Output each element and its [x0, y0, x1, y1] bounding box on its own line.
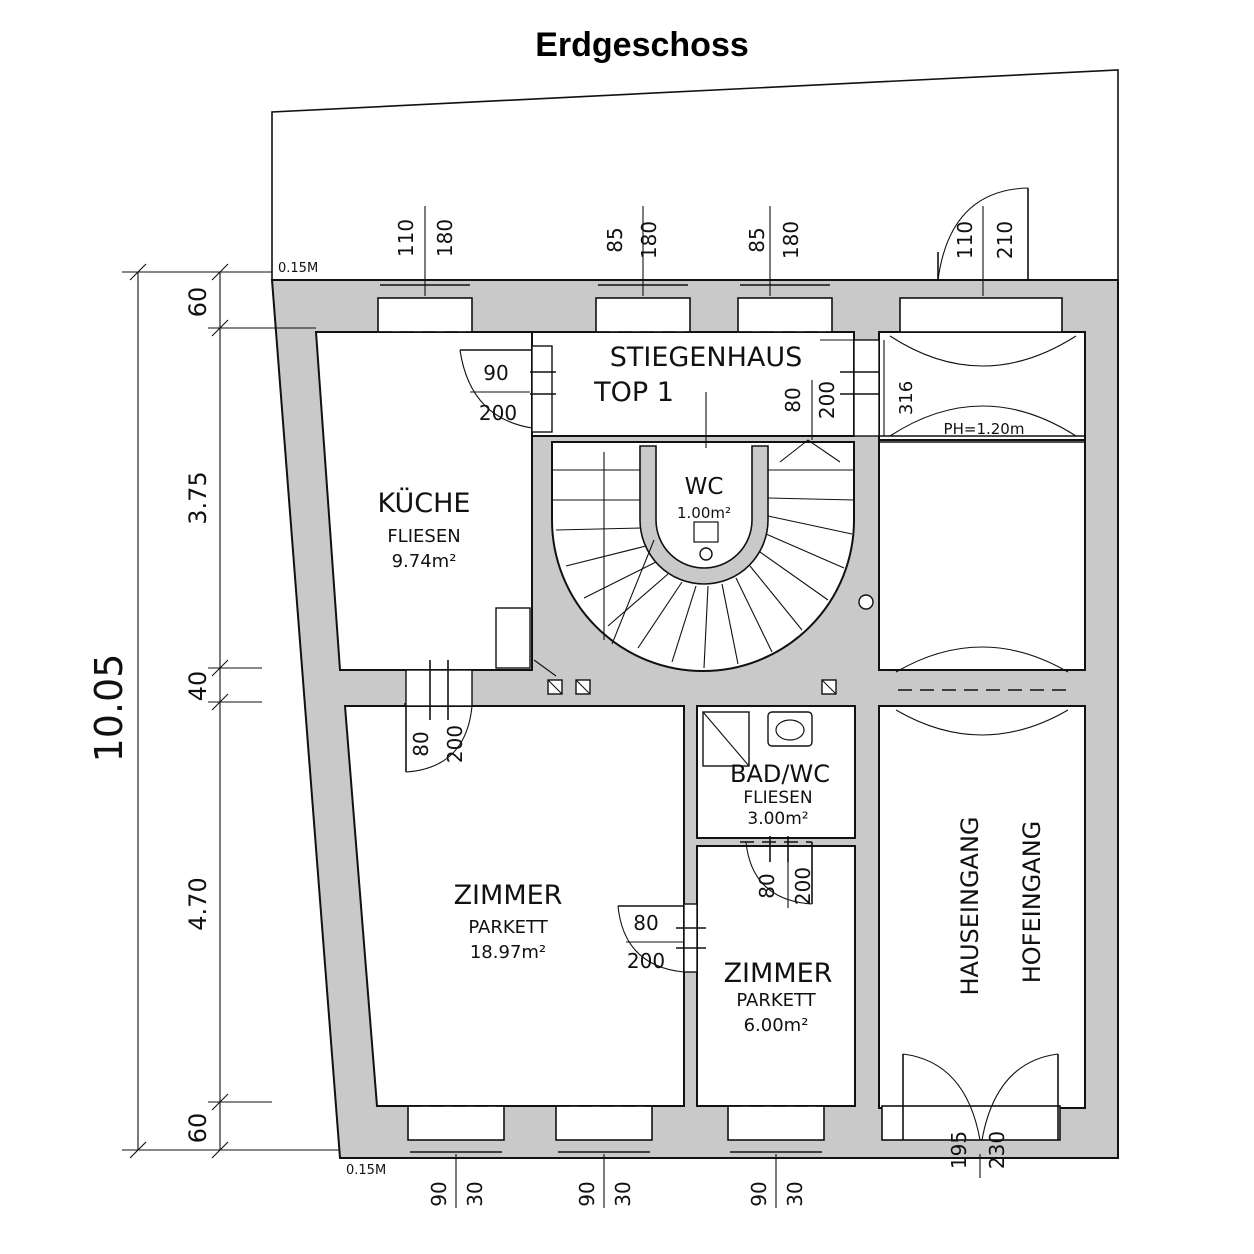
top-opening-1-h: 180 [433, 219, 457, 257]
bottom-opening-1-w: 90 [427, 1181, 451, 1206]
kitchen-label: KÜCHE FLIESEN 9.74m² [378, 487, 471, 572]
vent-shafts [547, 594, 874, 695]
stair-door-h: 200 [815, 381, 839, 419]
bottom-opening-1-h: 30 [463, 1181, 487, 1206]
bottom-opening-3-h: 30 [783, 1181, 807, 1206]
large-room-name: ZIMMER [454, 880, 563, 911]
entrance-labels: HAUSEINGANG HOFEINGANG [956, 816, 1046, 995]
passage-room [878, 439, 1086, 671]
top-opening-dims [424, 206, 984, 296]
dim-seg-2: 3.75 [184, 471, 212, 524]
hauseingang-label: HAUSEINGANG [956, 816, 984, 995]
bottom-opening-3-w: 90 [747, 1181, 771, 1206]
large-room-door-top [405, 660, 473, 773]
storage-doors [879, 335, 1085, 736]
large-room-door-side [617, 903, 706, 973]
dim-seg-4: 4.70 [184, 877, 212, 930]
kitchen-appliance [495, 607, 557, 677]
large-room-area: 18.97m² [470, 942, 546, 963]
bath-fixtures [702, 711, 813, 767]
bottom-windows [407, 1105, 1061, 1153]
large-door-top-h: 200 [443, 725, 467, 763]
top-opening-4-w: 110 [953, 221, 977, 259]
top-opening-2-w: 85 [603, 227, 627, 252]
large-door-side-h: 200 [627, 949, 665, 973]
top-opening-1-w: 110 [394, 219, 418, 257]
small-room-label: ZIMMER PARKETT 6.00m² [724, 958, 833, 1036]
entrance-doors [902, 1053, 1059, 1141]
bottom-opening-4-h: 230 [985, 1131, 1009, 1169]
dashed-lintels [378, 331, 1066, 1107]
hofeingang-label: HOFEINGANG [1018, 821, 1046, 984]
wc-area: 1.00m² [677, 504, 731, 522]
large-door-top-w: 80 [409, 731, 433, 756]
top-opening-3-w: 85 [745, 227, 769, 252]
bottom-opening-dims [455, 1154, 981, 1208]
stair-door-w: 80 [781, 387, 805, 412]
level-top: 0.15M [278, 261, 318, 276]
storage-width: 316 [896, 381, 917, 415]
top-windows [377, 284, 1063, 333]
kitchen-door-w: 90 [483, 361, 508, 385]
bottom-opening-4-w: 195 [947, 1131, 971, 1169]
stair-hall-top [531, 331, 855, 437]
top-opening-2-h: 180 [637, 221, 661, 259]
kitchen-area: 9.74m² [392, 551, 457, 572]
top-opening-3-h: 180 [779, 221, 803, 259]
large-room-floor: PARKETT [468, 917, 548, 938]
small-room-door [745, 836, 813, 905]
storage-labels: PH=1.20m 316 [883, 340, 1025, 438]
kitchen-name: KÜCHE [378, 487, 471, 519]
dim-seg-1: 60 [184, 287, 212, 318]
kitchen-floor: FLIESEN [387, 526, 460, 547]
large-room [343, 705, 685, 1107]
small-room-area: 6.00m² [744, 1015, 809, 1036]
stair-name: STIEGENHAUS [610, 342, 803, 373]
bath-label: BAD/WC FLIESEN 3.00m² [730, 760, 830, 829]
large-door-side-w: 80 [633, 911, 658, 935]
stair-label: STIEGENHAUS TOP 1 [593, 342, 802, 408]
hof-door-swing [937, 187, 1029, 281]
wc-label: WC 1.00m² [677, 474, 731, 522]
large-room-label: ZIMMER PARKETT 18.97m² [454, 880, 563, 963]
small-room-floor: PARKETT [736, 990, 816, 1011]
total-height-dim: 10.05 [87, 654, 131, 763]
dim-seg-3: 40 [184, 671, 212, 702]
level-bottom: 0.15M [346, 1163, 386, 1178]
stair-side-door [820, 339, 880, 437]
top-opening-4-h: 210 [993, 221, 1017, 259]
wc-name: WC [685, 474, 724, 500]
site-boundary [271, 69, 1119, 280]
plan-title: Erdgeschoss [535, 26, 749, 64]
bath-area: 3.00m² [747, 809, 808, 829]
bottom-opening-2-h: 30 [611, 1181, 635, 1206]
spiral-staircase [551, 392, 855, 672]
dim-seg-5: 60 [184, 1113, 212, 1144]
left-dimension-chain [122, 263, 340, 1159]
kitchen-door-h: 200 [479, 401, 517, 425]
stair-unit: TOP 1 [593, 377, 674, 408]
bottom-opening-2-w: 90 [575, 1181, 599, 1206]
kitchen-door [459, 345, 556, 433]
storage-height: PH=1.20m [944, 420, 1025, 438]
small-door-h: 200 [791, 867, 815, 905]
small-door-w: 80 [755, 873, 779, 898]
bath-floor: FLIESEN [743, 788, 812, 808]
bath-name: BAD/WC [730, 760, 830, 788]
small-room-name: ZIMMER [724, 958, 833, 989]
